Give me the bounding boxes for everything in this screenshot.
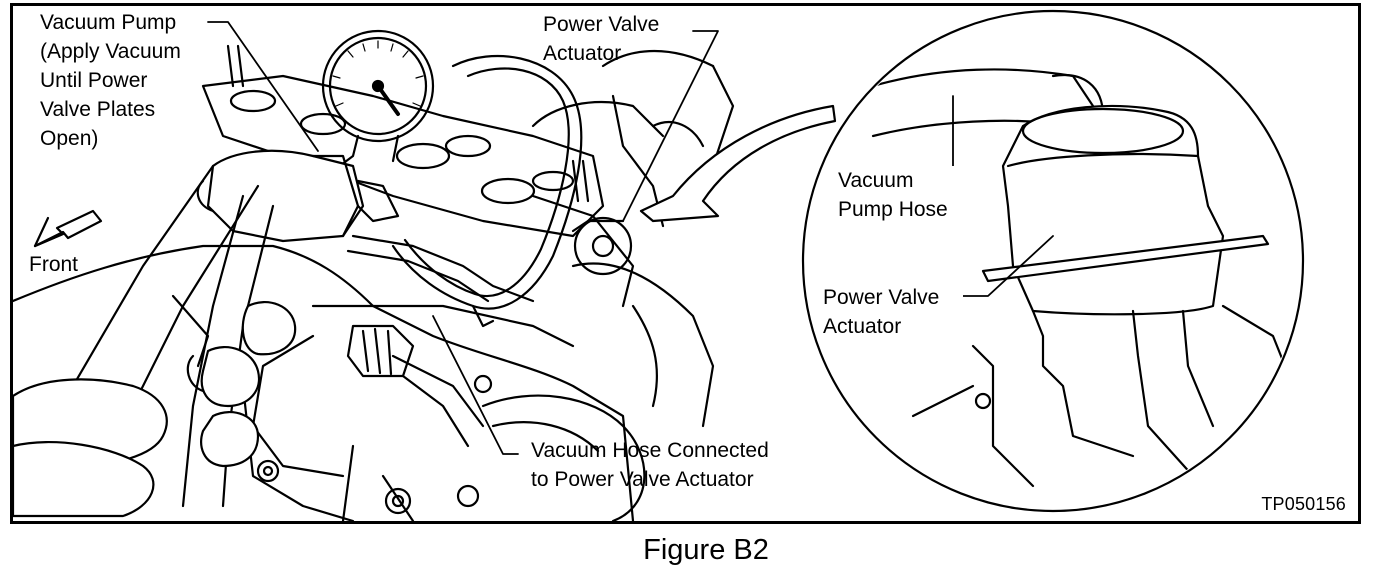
engine-illustration [13, 9, 1305, 521]
vacuum-hose-connected-callout: Vacuum Hose Connected to Power Valve Act… [531, 436, 831, 494]
figure-caption: Figure B2 [643, 534, 769, 566]
power-valve-actuator-callout: Power Valve Actuator [543, 10, 703, 68]
detail-vacuum-pump-hose-line-1: Vacuum [838, 169, 914, 192]
figure-frame: Vacuum Pump (Apply Vacuum Until Power Va… [10, 3, 1361, 524]
front-label: Front [29, 253, 79, 276]
leader-lines [207, 21, 719, 455]
detail-power-valve-actuator-line-1: Power Valve [823, 286, 940, 309]
vacuum-hose [346, 54, 583, 328]
detail-power-valve-actuator-line-2: Actuator [823, 315, 902, 338]
power-valve-actuator-callout-line-2: Actuator [543, 42, 622, 65]
detail-vacuum-pump-hose-line-2: Pump Hose [838, 198, 948, 221]
detail-vacuum-pump-hose-callout: Vacuum Pump Hose [838, 166, 988, 224]
detail-circle [801, 9, 1305, 513]
vacuum-pump-callout-line-5: Open) [40, 127, 99, 150]
vacuum-pump-callout-line-2: (Apply Vacuum [40, 40, 181, 63]
vacuum-pump-callout-line-4: Valve Plates [40, 98, 156, 121]
front-arrow-icon [33, 209, 103, 248]
detail-power-valve-actuator-callout: Power Valve Actuator [823, 283, 963, 341]
bolts [256, 374, 493, 515]
hose-clamp [346, 324, 485, 448]
figure-code: TP050156 [1261, 494, 1346, 514]
hand [13, 301, 297, 518]
power-valve-actuator-callout-line-1: Power Valve [543, 13, 660, 36]
vacuum-hose-connected-line-1: Vacuum Hose Connected [531, 439, 769, 462]
vacuum-hose-connected-line-2: to Power Valve Actuator [531, 468, 754, 491]
vacuum-pump-callout: Vacuum Pump (Apply Vacuum Until Power Va… [40, 8, 220, 153]
vacuum-gauge-icon [321, 29, 435, 173]
vacuum-pump-callout-line-3: Until Power [40, 69, 148, 92]
power-valve-actuator-engine [571, 216, 633, 276]
vacuum-pump-callout-line-1: Vacuum Pump [40, 11, 177, 34]
curved-arrow-icon [639, 104, 837, 223]
